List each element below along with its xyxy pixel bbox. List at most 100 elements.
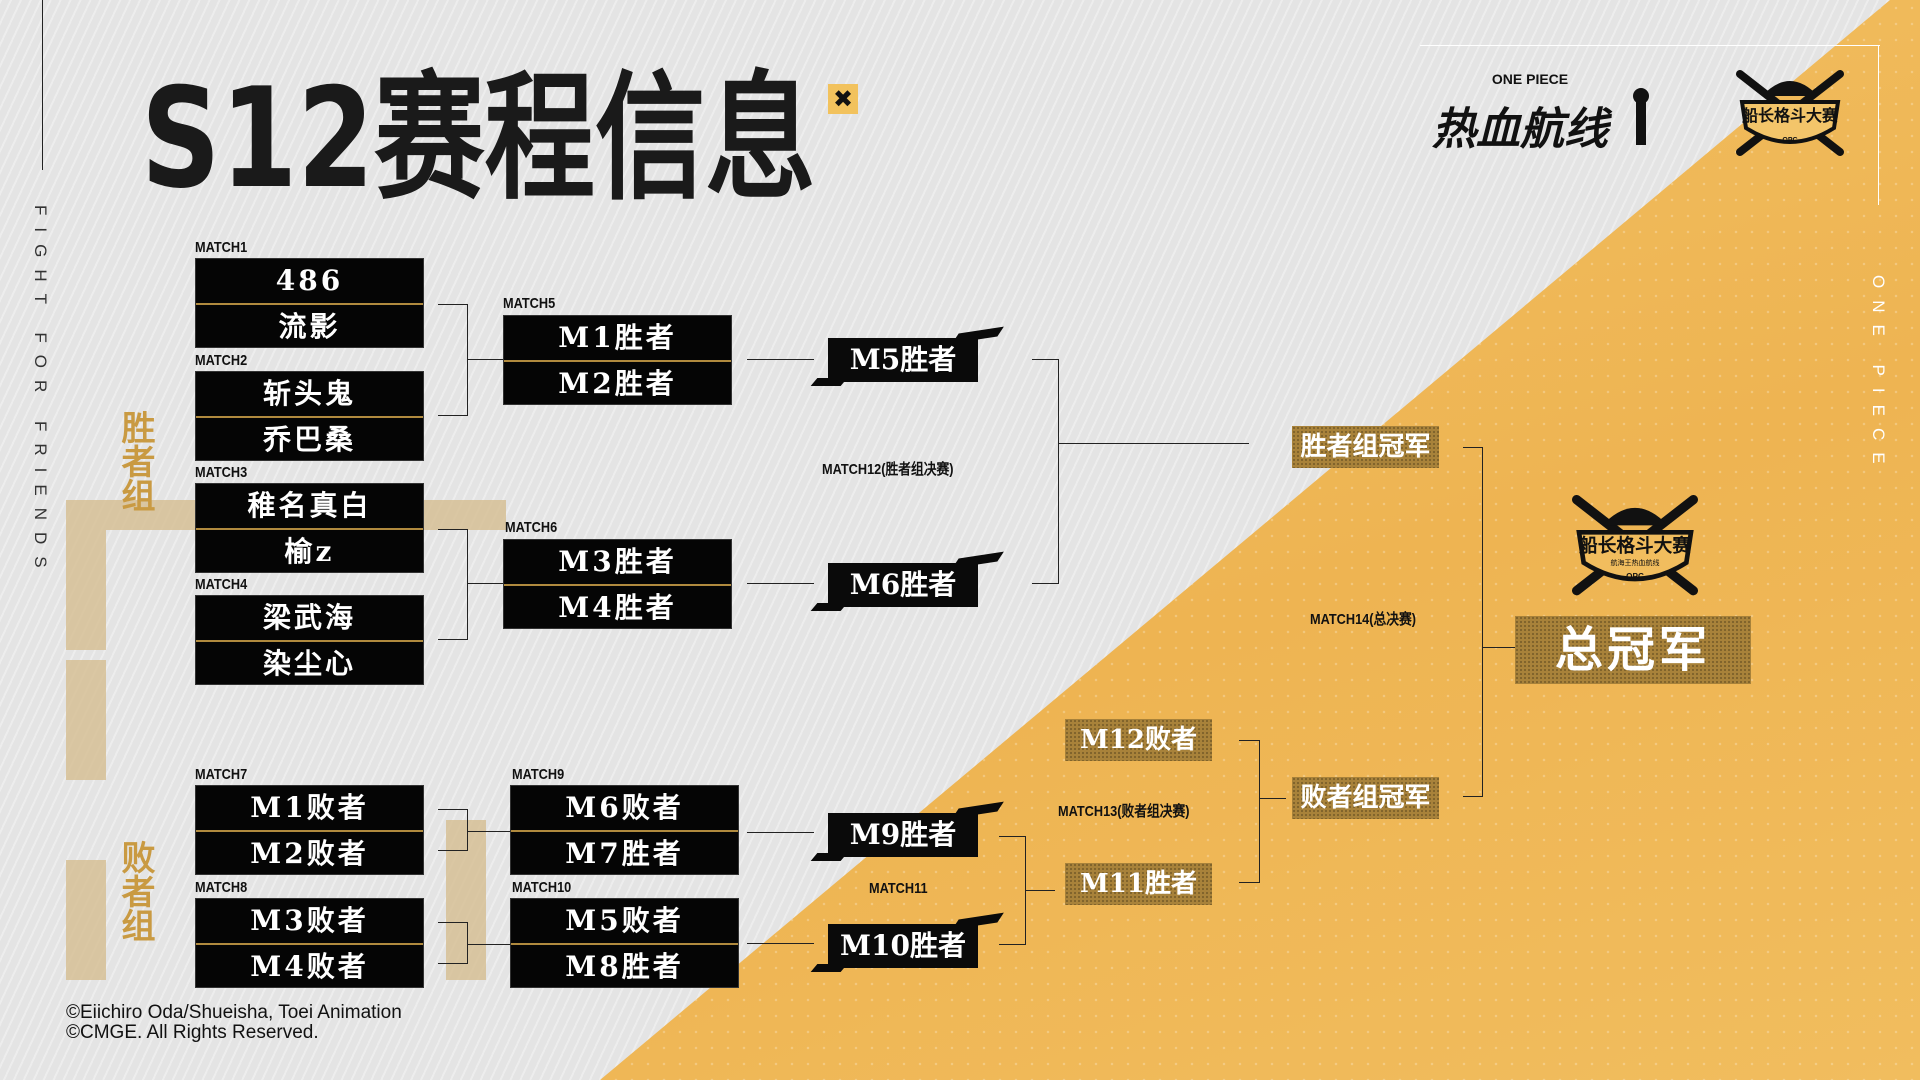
player-slot: M7胜者 <box>511 830 738 874</box>
bracket-line <box>747 832 814 833</box>
match-box-1[interactable]: 486 流影 <box>195 258 424 348</box>
match-label: MATCH6 <box>505 519 558 536</box>
match-label: MATCH7 <box>195 766 248 783</box>
bracket-line <box>467 304 468 416</box>
bracket-line <box>467 831 510 832</box>
match-label: MATCH3 <box>195 464 248 481</box>
player-slot: M2败者 <box>196 830 423 874</box>
side-text-left: FIGHT FOR FRIENDS <box>31 205 50 580</box>
match12-label: MATCH12(胜者组决赛) <box>822 461 954 478</box>
player-slot: M6败者 <box>565 791 684 824</box>
player-slot: M1败者 <box>250 791 369 824</box>
player-slot: M2胜者 <box>504 360 731 404</box>
match-box-2[interactable]: 斩头鬼乔巴桑 <box>195 371 424 461</box>
svg-text:OPC: OPC <box>1626 572 1644 581</box>
match-box-3[interactable]: 稚名真白榆z <box>195 483 424 573</box>
player-slot: 斩头鬼 <box>262 377 356 410</box>
bracket-line <box>438 415 467 416</box>
bracket-line <box>438 304 467 305</box>
player-slot: M1胜者 <box>558 321 677 354</box>
match-label: MATCH1 <box>195 239 248 256</box>
losers-champion-tag: 败者组冠军 <box>1292 777 1439 819</box>
bracket-line <box>438 529 467 530</box>
bracket-line <box>438 809 467 810</box>
event-crest: 船长格斗大赛 航海王热血航线 OPC <box>1572 494 1698 596</box>
event-logo: 船长格斗大赛 OPC <box>1736 70 1844 156</box>
grand-champion-tag: 总冠军 <box>1515 616 1751 684</box>
player-slot: M4败者 <box>196 943 423 987</box>
bracket-line <box>467 922 468 964</box>
bracket-line <box>1463 447 1482 448</box>
bg-decoration-bar <box>66 860 106 980</box>
bg-decoration-bar <box>446 820 486 980</box>
player-slot: 榆z <box>196 528 423 572</box>
player-slot: M3败者 <box>250 904 369 937</box>
bracket-line <box>467 809 468 851</box>
svg-text:船长格斗大赛: 船长格斗大赛 <box>1742 106 1839 125</box>
player-slot: 流影 <box>196 303 423 347</box>
player-slot: 486 <box>275 264 344 297</box>
bracket-line <box>1058 443 1249 444</box>
m11-winner-tag: M11胜者 <box>1065 863 1212 905</box>
svg-text:OPC: OPC <box>1782 137 1797 144</box>
match-box-4[interactable]: 梁武海染尘心 <box>195 595 424 685</box>
match-label: MATCH5 <box>503 295 556 312</box>
bracket-line <box>1239 882 1259 883</box>
match-box-7[interactable]: M1败者 M2败者 <box>195 785 424 875</box>
player-slot: M3胜者 <box>558 545 677 578</box>
match14-label: MATCH14(总决赛) <box>1310 611 1417 628</box>
game-logo: ONE PIECE 热血航线 <box>1432 71 1649 155</box>
match-box-10[interactable]: M5败者 M8胜者 <box>510 898 739 988</box>
close-icon[interactable]: ✖ <box>828 84 858 114</box>
bracket-line <box>999 944 1025 945</box>
player-slot: 染尘心 <box>196 640 423 684</box>
m12-loser-tag: M12败者 <box>1065 719 1212 761</box>
bg-decoration-bar <box>66 660 106 780</box>
bracket-line <box>1032 583 1058 584</box>
match-label: MATCH2 <box>195 352 248 369</box>
match-label: MATCH9 <box>512 766 565 783</box>
title-block: S12赛程信息 <box>141 70 984 208</box>
page-title: S12赛程信息 <box>141 58 816 219</box>
bracket-line <box>438 850 467 851</box>
copyright: ©Eiichiro Oda/Shueisha, Toei Animation©C… <box>66 1003 402 1043</box>
bracket-line <box>1032 359 1058 360</box>
m10-winner-tag: M10胜者 <box>828 924 978 968</box>
match-box-9[interactable]: M6败者 M7胜者 <box>510 785 739 875</box>
bracket-line <box>1482 447 1483 797</box>
bracket-line <box>1482 647 1515 648</box>
bracket-line <box>1463 796 1482 797</box>
match13-label: MATCH13(败者组决赛) <box>1058 803 1190 820</box>
bracket-line <box>1239 740 1259 741</box>
bracket-line <box>438 639 467 640</box>
bracket-line <box>467 944 510 945</box>
bracket-line <box>747 943 814 944</box>
svg-text:船长格斗大赛: 船长格斗大赛 <box>1579 535 1691 557</box>
bracket-line <box>467 359 503 360</box>
m9-winner-tag: M9胜者 <box>828 813 978 857</box>
bracket-line <box>438 963 467 964</box>
bracket-line <box>467 529 468 640</box>
bg-decoration-bar <box>66 530 106 650</box>
frame-line <box>1420 45 1880 46</box>
player-slot: 稚名真白 <box>247 489 372 522</box>
bracket-line <box>1025 890 1055 891</box>
bracket-line <box>1259 740 1260 883</box>
svg-text:热血航线: 热血航线 <box>1432 104 1613 155</box>
match-box-5[interactable]: M1胜者 M2胜者 <box>503 315 732 405</box>
bracket-line <box>999 836 1025 837</box>
player-slot: M5败者 <box>565 904 684 937</box>
copyright-line: ©Eiichiro Oda/Shueisha, Toei Animation <box>66 1002 402 1023</box>
bracket-line <box>1259 798 1286 799</box>
frame-line <box>1878 45 1879 205</box>
bracket-line <box>438 922 467 923</box>
player-slot: M8胜者 <box>511 943 738 987</box>
player-slot: 梁武海 <box>262 601 356 634</box>
side-text-right: ONE PIECE <box>1869 275 1888 476</box>
frame-line <box>42 0 43 170</box>
player-slot: 乔巴桑 <box>196 416 423 460</box>
match-box-8[interactable]: M3败者 M4败者 <box>195 898 424 988</box>
bracket-line <box>747 583 814 584</box>
match-label: MATCH8 <box>195 879 248 896</box>
